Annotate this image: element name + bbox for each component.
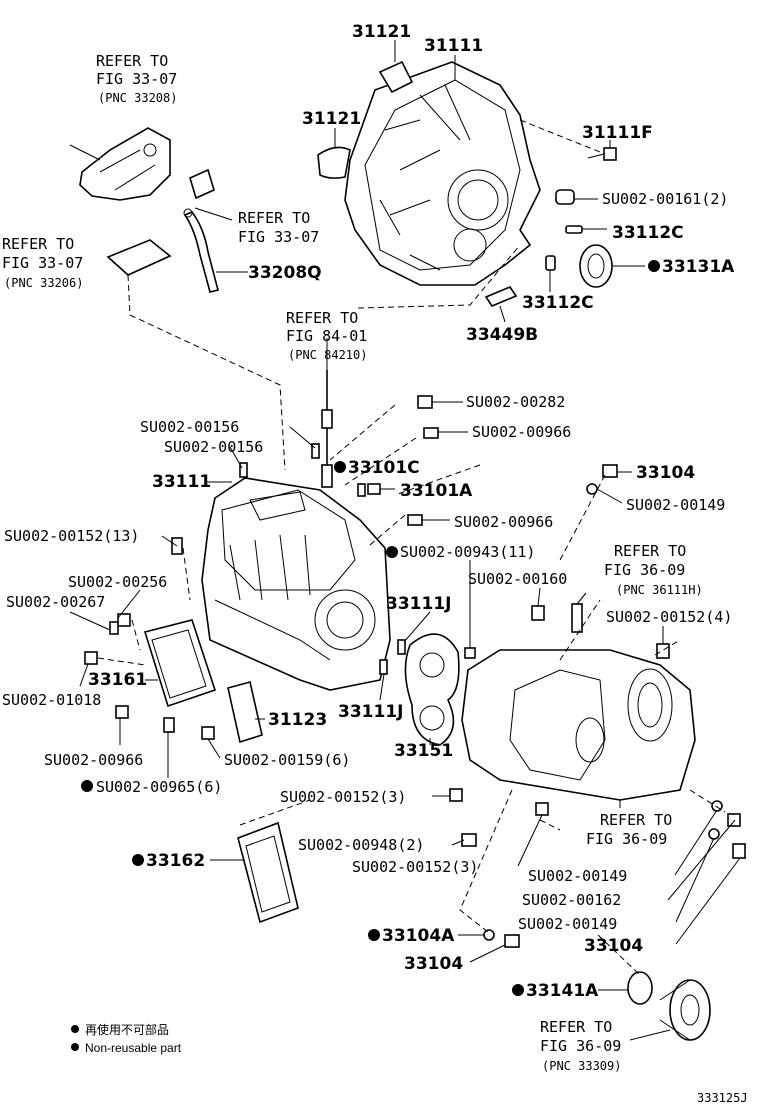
- flange-ref: [659, 979, 711, 1041]
- label-33131A: 33131A: [662, 257, 735, 277]
- label-33449B: 33449B: [466, 325, 538, 345]
- label-su966-c: SU002-00966: [44, 751, 143, 769]
- pin-33112C-b: [545, 255, 556, 271]
- label-31121-left: 31121: [302, 109, 361, 129]
- ref-33-07-a-line3: (PNC 33208): [98, 91, 177, 105]
- label-33162: 33162: [146, 851, 205, 871]
- label-33112C-b: 33112C: [522, 293, 594, 313]
- ref-36-09-c-line2: FIG 36-09: [540, 1037, 621, 1055]
- label-31123: 31123: [268, 710, 327, 730]
- label-su966-b: SU002-00966: [454, 513, 553, 531]
- label-su152-3a: SU002-00152(3): [280, 788, 406, 806]
- dowel-33111J-b: [379, 659, 388, 675]
- figure-code: 333125J: [697, 1091, 748, 1105]
- ref-36-09-c-line1: REFER TO: [540, 1018, 612, 1036]
- label-33112C-a: 33112C: [612, 223, 684, 243]
- label-su149-a: SU002-00149: [626, 496, 725, 514]
- label-su282: SU002-00282: [466, 393, 565, 411]
- label-31121-top: 31121: [352, 22, 411, 42]
- legend-dot-en: [71, 1043, 79, 1051]
- ref-36-09-b-line1: REFER TO: [600, 811, 672, 829]
- plate-33449B: [484, 286, 518, 307]
- ref-36-09-a-line2: FIG 36-09: [604, 561, 685, 579]
- bolt-31111F: [587, 147, 617, 161]
- part-31121-left: [317, 146, 351, 179]
- label-su267: SU002-00267: [6, 593, 105, 611]
- ref-36-09-b-line2: FIG 36-09: [586, 830, 667, 848]
- ref-84-01-line2: FIG 84-01: [286, 327, 367, 345]
- ref-84-01-line1: REFER TO: [286, 309, 358, 327]
- assembly-lines: [97, 119, 726, 976]
- label-su159: SU002-00159(6): [224, 751, 350, 769]
- hose-33208Q: [183, 211, 219, 293]
- seal-33131A: [579, 244, 613, 288]
- label-su152-13: SU002-00152(13): [4, 527, 139, 545]
- label-33101C: 33101C: [348, 458, 420, 478]
- shift-lever-assembly-ref: [69, 127, 215, 201]
- label-33151: 33151: [394, 741, 453, 761]
- label-33104-b: 33104: [404, 954, 463, 974]
- seal-33141A: [627, 971, 653, 1005]
- label-su160: SU002-00160: [468, 570, 567, 588]
- label-33104-a: 33104: [636, 463, 695, 483]
- label-su162: SU002-00162: [522, 891, 621, 909]
- ref-33-07-b-line1: REFER TO: [238, 209, 310, 227]
- ref-36-09-a-line3: (PNC 36111H): [616, 583, 703, 597]
- ref-36-09-a-line1: REFER TO: [614, 542, 686, 560]
- label-su256: SU002-00256: [68, 573, 167, 591]
- pin-33112C-a: [565, 225, 583, 234]
- dowel-33111J-a: [397, 639, 406, 655]
- legend-text-en: Non-reusable part: [85, 1041, 182, 1055]
- oil-gauge-ref: [321, 370, 333, 488]
- label-31111F: 31111F: [582, 123, 653, 143]
- pad-33206-ref: [106, 239, 172, 276]
- clutch-housing-31111: [344, 61, 541, 286]
- label-su149-b: SU002-00149: [528, 867, 627, 885]
- label-33141A: 33141A: [526, 981, 599, 1001]
- label-33111-mid: 33111: [152, 472, 211, 492]
- label-su1018: SU002-01018: [2, 691, 101, 709]
- label-su966-a: SU002-00966: [472, 423, 571, 441]
- label-33104-c: 33104: [584, 936, 643, 956]
- transmission-case-33111: [201, 477, 391, 691]
- label-33161: 33161: [88, 670, 147, 690]
- legend-text-jp: 再使用不可部品: [85, 1022, 169, 1037]
- part-31121-top: [378, 60, 414, 94]
- ref-33-07-c-line2: FIG 33-07: [2, 254, 83, 272]
- label-33101A: 33101A: [400, 481, 473, 501]
- label-su948: SU002-00948(2): [298, 836, 424, 854]
- label-su156-b: SU002-00156: [164, 438, 263, 456]
- legend-dot-jp: [71, 1025, 79, 1033]
- label-su152-4: SU002-00152(4): [606, 608, 732, 626]
- label-su943: SU002-00943(11): [400, 543, 535, 561]
- label-33111J-b: 33111J: [338, 702, 403, 722]
- ref-33-07-c-line3: (PNC 33206): [4, 276, 83, 290]
- ref-33-07-a-line1: REFER TO: [96, 52, 168, 70]
- label-su156-a: SU002-00156: [140, 418, 239, 436]
- ref-36-09-c-line3: (PNC 33309): [542, 1059, 621, 1073]
- label-33208Q: 33208Q: [248, 263, 322, 283]
- label-su149-c: SU002-00149: [518, 915, 617, 933]
- label-su152-3b: SU002-00152(3): [352, 858, 478, 876]
- gasket-33151: [404, 633, 460, 746]
- label-su161: SU002-00161(2): [602, 190, 728, 208]
- ref-33-07-c-line1: REFER TO: [2, 235, 74, 253]
- small-bolts: [84, 395, 746, 948]
- label-33104A: 33104A: [382, 926, 455, 946]
- ref-33-07-a-line2: FIG 33-07: [96, 70, 177, 88]
- ref-84-01-line3: (PNC 84210): [288, 348, 367, 362]
- gasket-31123: [227, 681, 263, 744]
- labels: 31121 31111 31121 31111F SU002-00161(2) …: [2, 22, 735, 1073]
- gasket-33162: [237, 821, 299, 924]
- label-su965: SU002-00965(6): [96, 778, 222, 796]
- cover-33161: [143, 619, 217, 708]
- bushing-su161: [555, 189, 575, 205]
- label-31111-top: 31111: [424, 36, 483, 56]
- ref-33-07-b-line2: FIG 33-07: [238, 228, 319, 246]
- legend: 再使用不可部品 Non-reusable part: [71, 1022, 182, 1055]
- extension-housing-ref: [461, 649, 696, 801]
- leader-lines: [69, 40, 741, 1041]
- label-33111J-a: 33111J: [386, 594, 451, 614]
